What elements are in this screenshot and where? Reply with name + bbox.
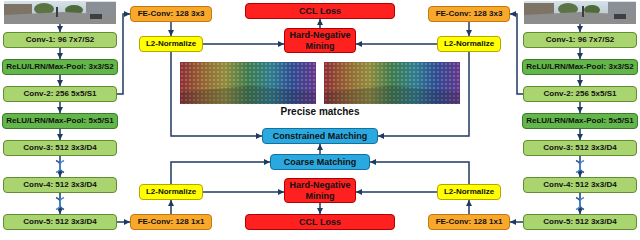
street-photo	[4, 1, 116, 24]
connector-arrow	[356, 191, 437, 193]
conv-layer-box: Conv-4: 512 3x3/D4	[3, 177, 117, 193]
loss-box: Hard-Negative Mining	[284, 28, 356, 53]
node-text: ReLU/LRN/Max-Pool: 5x5/S1	[6, 116, 114, 125]
pooling-layer-box: ReLU/LRN/Max-Pool: 5x5/S1	[522, 113, 638, 129]
node-text: L2-Normalize	[444, 187, 494, 196]
connector-arrow	[117, 221, 130, 223]
connector-arrow	[579, 75, 581, 86]
connector-arrow	[510, 14, 523, 94]
connector-arrow	[356, 43, 437, 45]
normalize-box: L2-Normalize	[437, 36, 501, 52]
connector-arrow	[171, 162, 270, 184]
node-text: CCL Loss	[299, 6, 341, 16]
caption-label: Precise matches	[281, 106, 360, 118]
conv-layer-box: Conv-5: 512 3x3/D4	[3, 214, 117, 230]
connector-arrow	[170, 200, 172, 214]
connector-arrow	[370, 162, 469, 184]
connector-arrow	[319, 203, 321, 214]
match-visualization	[180, 62, 316, 104]
input-arrow	[579, 24, 581, 32]
node-text: Hard-Negative Mining	[288, 180, 352, 201]
connector-arrow	[510, 221, 523, 223]
connector-arrow	[171, 52, 262, 136]
node-text: CCL Loss	[299, 217, 341, 227]
node-text: Conv-2: 256 5x5/S1	[544, 89, 617, 98]
street-photo	[524, 1, 636, 24]
feature-conv-box: FE-Conv: 128 1x1	[428, 214, 510, 230]
conv-layer-box: Conv-5: 512 3x3/D4	[523, 214, 637, 230]
node-text: ReLU/LRN/Max-Pool: 3x3/S2	[526, 62, 634, 71]
connector-arrow	[170, 22, 172, 36]
node-text: Conv-3: 512 3x3/D4	[23, 143, 96, 152]
node-text: L2-Normalize	[146, 187, 196, 196]
pooling-layer-box: ReLU/LRN/Max-Pool: 5x5/S1	[2, 113, 118, 129]
helix-icon	[576, 161, 584, 173]
connector-arrow	[203, 191, 284, 193]
loss-box: CCL Loss	[245, 3, 395, 19]
helix-icon	[56, 161, 64, 173]
node-text: Coarse Matching	[284, 157, 357, 167]
feature-conv-box: FE-Conv: 128 1x1	[130, 214, 212, 230]
node-text: FE-Conv: 128 1x1	[436, 217, 503, 226]
conv-layer-box: Conv-3: 512 3x3/D4	[523, 140, 637, 156]
connector-arrow	[579, 102, 581, 113]
connector-arrow	[468, 22, 470, 36]
node-text: ReLU/LRN/Max-Pool: 5x5/S1	[526, 116, 634, 125]
conv-layer-box: Conv-2: 256 5x5/S1	[523, 86, 637, 102]
connector-arrow	[319, 144, 321, 154]
feature-conv-box: FE-Conv: 128 3x3	[130, 6, 212, 22]
matching-box: Constrained Matching	[262, 128, 378, 144]
loss-box: CCL Loss	[245, 214, 395, 230]
connector-group	[60, 14, 580, 222]
connector-arrow	[579, 48, 581, 59]
connector-arrow	[59, 129, 61, 140]
node-text: FE-Conv: 128 1x1	[138, 217, 205, 226]
match-visualization	[324, 62, 460, 104]
connector-arrow	[319, 19, 321, 28]
conv-layer-box: Conv-4: 512 3x3/D4	[523, 177, 637, 193]
normalize-box: L2-Normalize	[139, 36, 203, 52]
node-text: Conv-5: 512 3x3/D4	[23, 217, 96, 226]
helix-icon	[576, 198, 584, 210]
connector-arrow	[59, 75, 61, 86]
conv-layer-box: Conv-1: 96 7x7/S2	[523, 32, 637, 48]
normalize-box: L2-Normalize	[139, 184, 203, 200]
pooling-layer-box: ReLU/LRN/Max-Pool: 3x3/S2	[2, 59, 118, 75]
node-text: Conv-1: 96 7x7/S2	[546, 35, 614, 44]
node-text: Conv-3: 512 3x3/D4	[543, 143, 616, 152]
node-text: ReLU/LRN/Max-Pool: 3x3/S2	[6, 62, 114, 71]
connector-arrow	[59, 48, 61, 59]
node-text: Conv-4: 512 3x3/D4	[23, 180, 96, 189]
input-arrow	[59, 24, 61, 32]
normalize-box: L2-Normalize	[437, 184, 501, 200]
node-text: Hard-Negative Mining	[288, 30, 352, 51]
node-text: Conv-1: 96 7x7/S2	[26, 35, 94, 44]
node-text: Conv-4: 512 3x3/D4	[543, 180, 616, 189]
conv-layer-box: Conv-3: 512 3x3/D4	[3, 140, 117, 156]
node-text: L2-Normalize	[146, 39, 196, 48]
connector-arrow	[59, 102, 61, 113]
connector-arrow	[378, 52, 469, 136]
connector-arrow	[117, 14, 130, 94]
node-text: FE-Conv: 128 3x3	[436, 9, 503, 18]
matching-box: Coarse Matching	[270, 154, 370, 170]
connector-arrow	[579, 129, 581, 140]
node-text: L2-Normalize	[444, 39, 494, 48]
loss-box: Hard-Negative Mining	[284, 178, 356, 203]
conv-layer-box: Conv-2: 256 5x5/S1	[3, 86, 117, 102]
conv-layer-box: Conv-1: 96 7x7/S2	[3, 32, 117, 48]
node-text: Conv-5: 512 3x3/D4	[543, 217, 616, 226]
connector-arrow	[203, 43, 284, 45]
connector-arrow	[468, 200, 470, 214]
node-text: FE-Conv: 128 3x3	[138, 9, 205, 18]
pooling-layer-box: ReLU/LRN/Max-Pool: 3x3/S2	[522, 59, 638, 75]
feature-conv-box: FE-Conv: 128 3x3	[428, 6, 510, 22]
node-text: Constrained Matching	[273, 131, 368, 141]
node-text: Conv-2: 256 5x5/S1	[24, 89, 97, 98]
helix-icon	[56, 198, 64, 210]
